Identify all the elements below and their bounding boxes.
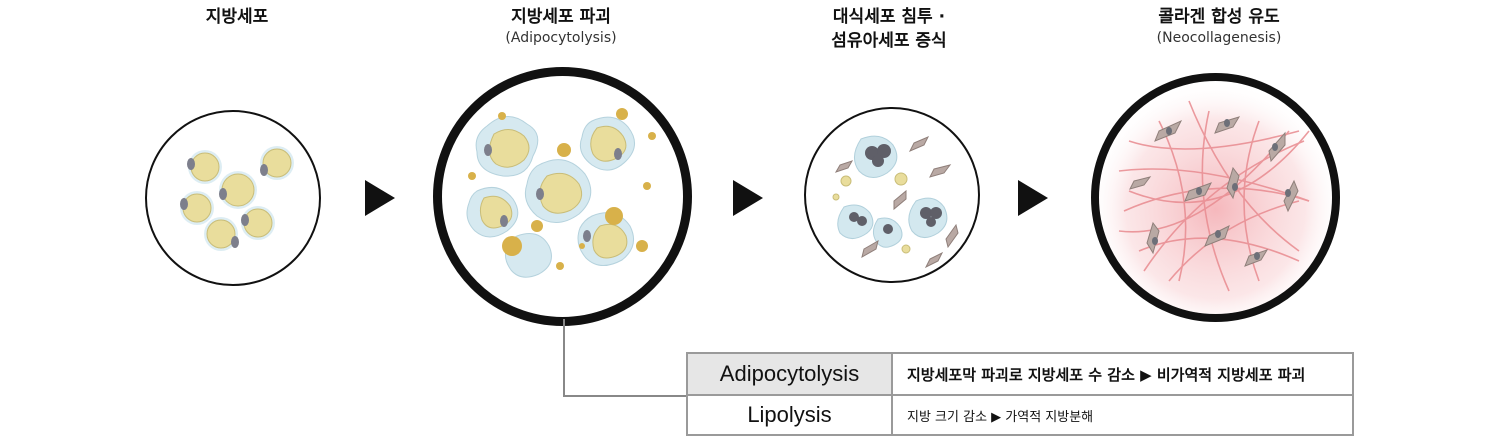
arrow-right-icon: [1018, 180, 1048, 216]
adipocytolysis-circle: [433, 67, 692, 326]
stage2-title: 지방세포 파괴: [511, 7, 611, 27]
fat-cells-circle: [145, 110, 321, 286]
fat-cell: [219, 171, 257, 209]
macrophage-fibroblast-illustration: [832, 135, 959, 269]
lipolysis-label: Lipolysis: [688, 396, 893, 434]
connector-line: [563, 319, 688, 397]
arrow-right-icon: [733, 180, 763, 216]
arrow-right-icon: [365, 180, 395, 216]
stage4-title: 콜라겐 합성 유도: [1158, 7, 1280, 27]
ruptured-fat-cells-illustration: [466, 108, 656, 278]
fat-cell: [204, 217, 239, 251]
stage3-title-line1: 대식세포 침투 ·: [832, 7, 946, 27]
adipocytolysis-description: 지방세포막 파괴로 지방세포 수 감소 ▶ 비가역적 지방세포 파괴: [893, 354, 1352, 396]
fat-cells-illustration: [180, 146, 294, 251]
fat-cell: [260, 146, 294, 180]
comparison-table: Adipocytolysis 지방세포막 파괴로 지방세포 수 감소 ▶ 비가역…: [686, 352, 1354, 436]
lipolysis-description: 지방 크기 감소 ▶ 가역적 지방분해: [907, 409, 1094, 425]
stage3-title-line2: 섬유아세포 증식: [831, 31, 947, 51]
fat-cell: [241, 206, 275, 240]
macrophage-circle: [804, 107, 980, 283]
stage1-title: 지방세포: [205, 7, 269, 27]
fat-cell: [180, 191, 214, 225]
adipocytolysis-label: Adipocytolysis: [688, 354, 893, 396]
stage4-subtitle: (Neocollagenesis): [1156, 30, 1282, 46]
neocollagenesis-circle: [1091, 73, 1340, 322]
fat-cell: [187, 150, 222, 184]
stage2-subtitle: (Adipocytolysis): [505, 30, 617, 46]
collagen-fibers-illustration: [1099, 81, 1332, 314]
